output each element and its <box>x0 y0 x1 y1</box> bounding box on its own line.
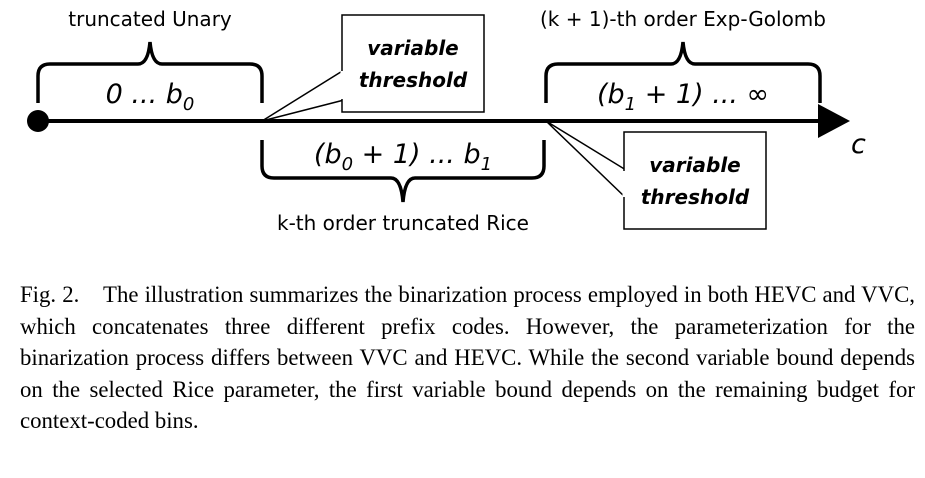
label-truncated-rice: k-th order truncated Rice <box>277 211 529 235</box>
callout-text-1b: threshold <box>359 68 468 92</box>
range-truncated-rice: (b0 + 1) ... b1 <box>314 139 492 175</box>
callout-box-2 <box>623 131 767 230</box>
callout-box-1 <box>341 14 485 113</box>
callout-text-1: variable <box>367 36 458 60</box>
binarization-diagram: c truncated Unary 0 ... b0 (k + 1)-th or… <box>27 7 866 235</box>
figure-number: Fig. 2. <box>20 282 80 307</box>
brace-truncated-rice <box>260 140 546 203</box>
callout-pointer-1 <box>261 68 345 122</box>
label-exp-golomb: (k + 1)-th order Exp-Golomb <box>540 7 826 31</box>
axis-arrowhead <box>818 104 850 138</box>
brace-truncated-unary <box>36 41 264 103</box>
figure-caption: Fig. 2. The illustration summarizes the … <box>20 279 915 437</box>
range-exp-golomb: (b1 + 1) ... ∞ <box>597 79 769 115</box>
brace-exp-golomb <box>544 41 822 103</box>
caption-text: The illustration summarizes the binariza… <box>20 282 915 433</box>
axis-label: c <box>851 129 866 160</box>
range-truncated-unary: 0 ... b0 <box>106 79 195 115</box>
axis-origin-dot <box>27 110 49 132</box>
callout-text-2b: threshold <box>641 185 750 209</box>
callout-pointer-2 <box>545 120 627 200</box>
callout-text-2: variable <box>649 153 740 177</box>
label-truncated-unary: truncated Unary <box>68 7 232 31</box>
